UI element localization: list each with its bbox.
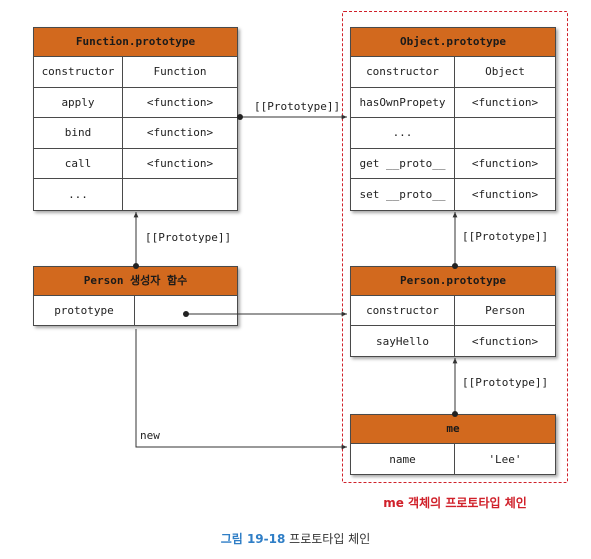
table-row: constructor Person [351, 296, 555, 326]
proto-link-personproto-dot [452, 263, 458, 269]
table-row: apply <function> [34, 87, 237, 118]
property-value: 'Lee' [488, 452, 522, 466]
prototype-chain-caption: me 객체의 프로토타입 체인 [383, 496, 527, 510]
property-key: constructor [351, 296, 455, 325]
table-row: prototype [34, 296, 237, 325]
property-value: Function [153, 65, 207, 79]
proto-link-function-dot [237, 114, 243, 120]
me-object-box: me name 'Lee' [350, 414, 556, 475]
property-key: constructor [34, 57, 123, 87]
table-row: constructor Object [351, 57, 555, 88]
proto-link-person-dot [133, 263, 139, 269]
table-row: ... [34, 179, 237, 210]
property-value: <function> [471, 334, 539, 348]
object-prototype-box: Object.prototype constructor Object hasOwn… [350, 27, 556, 211]
person-constructor-box: Person 생성자 함수 prototype [33, 266, 238, 326]
property-key: call [34, 148, 123, 178]
property-value: <function> [471, 95, 539, 109]
property-key: get __proto__ [351, 148, 455, 178]
property-key: bind [34, 118, 123, 148]
object-prototype-title: Object.prototype [351, 28, 555, 57]
table-row: ... [351, 118, 555, 149]
table-row: call <function> [34, 148, 237, 179]
table-row: name 'Lee' [351, 444, 555, 474]
property-value: Object [485, 65, 525, 79]
function-prototype-box: Function.prototype constructor Function ap… [33, 27, 238, 211]
property-value: <function> [471, 156, 539, 170]
property-value: <function> [146, 156, 214, 170]
table-row: set __proto__ <function> [351, 179, 555, 210]
property-key: ... [34, 179, 123, 210]
person-prototype-title: Person.prototype [351, 267, 555, 296]
new-label: new [140, 429, 160, 442]
prototype-chain-highlight-frame [342, 11, 568, 483]
property-key: set __proto__ [351, 179, 455, 210]
figure-caption: 그림 19-18 프로토타입 체인 [0, 530, 591, 547]
figure-number: 그림 19-18 [220, 532, 286, 546]
proto-label-function-to-object: [[Prototype]] [254, 100, 341, 113]
property-value: Person [485, 304, 525, 317]
function-prototype-title: Function.prototype [34, 28, 237, 57]
table-row: constructor Function [34, 57, 237, 88]
proto-label-personproto-to-object: [[Prototype]] [462, 230, 549, 243]
property-value: <function> [146, 95, 214, 109]
person-constructor-title: Person 생성자 함수 [34, 267, 237, 296]
proto-label-me-to-personproto: [[Prototype]] [462, 376, 549, 389]
table-row: hasOwnPropety <function> [351, 87, 555, 118]
property-value: <function> [471, 187, 539, 201]
table-row: sayHello <function> [351, 326, 555, 356]
property-key: prototype [34, 296, 135, 325]
me-object-title: me [351, 415, 555, 444]
property-value: <function> [146, 126, 214, 140]
table-row: bind <function> [34, 118, 237, 149]
property-key: hasOwnPropety [351, 87, 455, 117]
property-key: apply [34, 87, 123, 117]
property-key: name [351, 444, 455, 474]
prototype-link-dot [183, 311, 189, 317]
proto-link-me-dot [452, 411, 458, 417]
property-key: sayHello [351, 326, 455, 356]
new-link [135, 329, 347, 450]
property-key: constructor [351, 57, 455, 87]
proto-label-person-to-function: [[Prototype]] [145, 231, 232, 244]
property-key: ... [351, 118, 455, 148]
person-prototype-box: Person.prototype constructor Person sayHel… [350, 266, 556, 357]
table-row: get __proto__ <function> [351, 148, 555, 179]
figure-title: 프로토타입 체인 [289, 532, 371, 546]
